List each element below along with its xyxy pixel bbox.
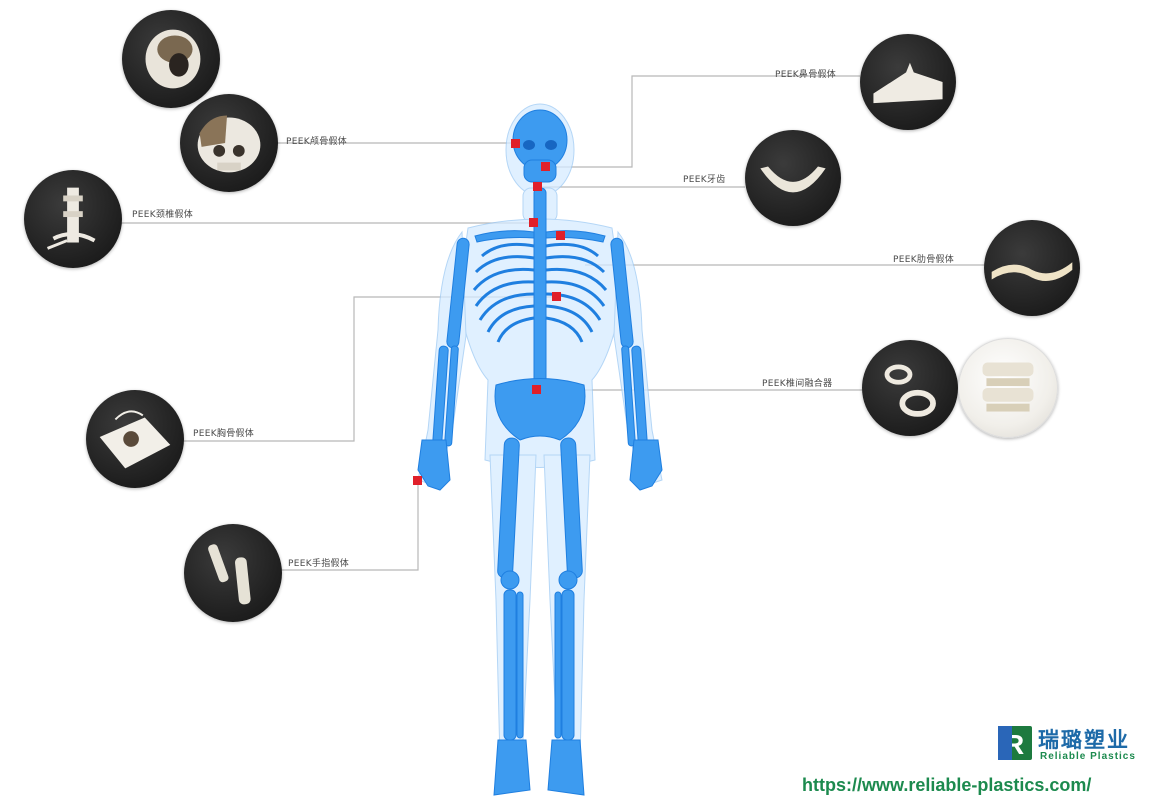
brand-logo-icon: R [998,726,1032,760]
marker-nose [541,162,550,171]
marker-rib [556,231,565,240]
nose-implant-icon [860,34,956,130]
label-cervical-implant: PEEK颈椎假体 [132,210,194,220]
marker-cervical [529,218,538,227]
rib-implant-icon [984,220,1080,316]
label-skull-implant: PEEK颅骨假体 [286,137,348,147]
label-finger-implant: PEEK手指假体 [288,559,350,569]
label-chest-implant: PEEK胸骨假体 [193,429,255,439]
spine-model-icon [958,338,1058,438]
brand-block: R 瑞璐塑业 Reliable Plastics [996,722,1146,766]
cervical-implant-icon [24,170,122,268]
brand-name-en: Reliable Plastics [1040,751,1136,762]
finger-implant-icon [184,524,282,622]
brand-name-cn: 瑞璐塑业 [1038,727,1130,752]
skull-implant-icon [122,10,220,108]
teeth-implant-icon [745,130,841,226]
line-finger [278,481,419,571]
line-nose [545,75,860,168]
marker-skull [511,139,520,148]
cranial-implant-icon [180,94,278,192]
label-rib-implant: PEEK肋骨假体 [893,255,955,265]
marker-finger [413,476,422,485]
chest-implant-icon [86,390,184,488]
brand-url: https://www.reliable-plastics.com/ [802,775,1092,795]
label-nose-implant: PEEK鼻骨假体 [775,70,837,80]
marker-chest [552,292,561,301]
marker-teeth [533,182,542,191]
label-fusion-cage: PEEK椎间融合器 [762,379,833,389]
fusion-cage-icon [862,340,958,436]
label-teeth-implant: PEEK牙齿 [683,175,726,185]
marker-fusion [532,385,541,394]
